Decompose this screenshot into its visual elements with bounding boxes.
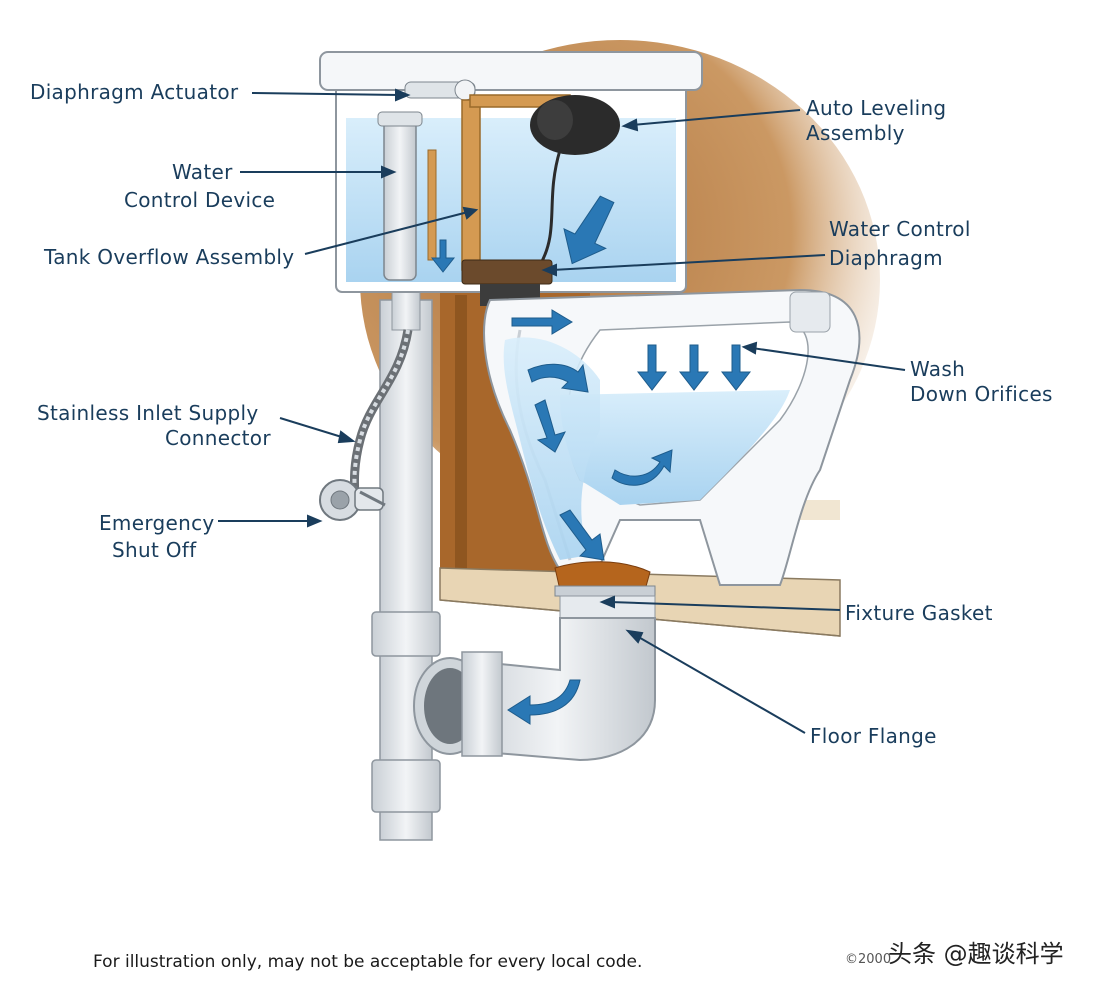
label-wash-down-orifices-line1: Wash [910,357,966,381]
label-diaphragm-actuator: Diaphragm Actuator [30,80,239,104]
flange-gasket [554,561,656,627]
inlet-supply-connector [349,329,413,501]
flow-arrows [430,195,752,725]
label-emergency-shut-off-line2: Shut Off [112,538,197,562]
label-water-control-diaphragm-line2: Diaphragm [829,246,943,270]
label-emergency-shut-off-line1: Emergency [99,511,215,535]
footer-disclaimer: For illustration only, may not be accept… [93,952,643,972]
water-control-device [377,111,423,281]
drain-elbow [413,617,656,762]
supply-pipe [371,289,441,841]
footer-copyright: ©2000 [845,952,892,967]
label-fixture-gasket: Fixture Gasket [845,601,993,625]
label-stainless-inlet-line2: Connector [165,426,271,450]
label-wash-down-orifices-line2: Down Orifices [910,382,1053,406]
label-water-control-diaphragm-line1: Water Control [829,217,971,241]
shut-off-valve [319,479,386,521]
label-tank-overflow-assembly: Tank Overflow Assembly [44,245,295,269]
label-stainless-inlet-line1: Stainless Inlet Supply [37,401,259,425]
watermark: 头条 @趣谈科学 [888,940,1064,968]
label-water-control-device-line2: Control Device [124,188,276,212]
label-water-control-device-line1: Water [172,160,233,184]
leader-lines [218,88,906,734]
label-floor-flange: Floor Flange [810,724,937,748]
label-auto-leveling-line1: Auto Leveling [806,96,947,120]
auto-leveling-float [530,95,620,266]
label-auto-leveling-line2: Assembly [806,121,905,145]
